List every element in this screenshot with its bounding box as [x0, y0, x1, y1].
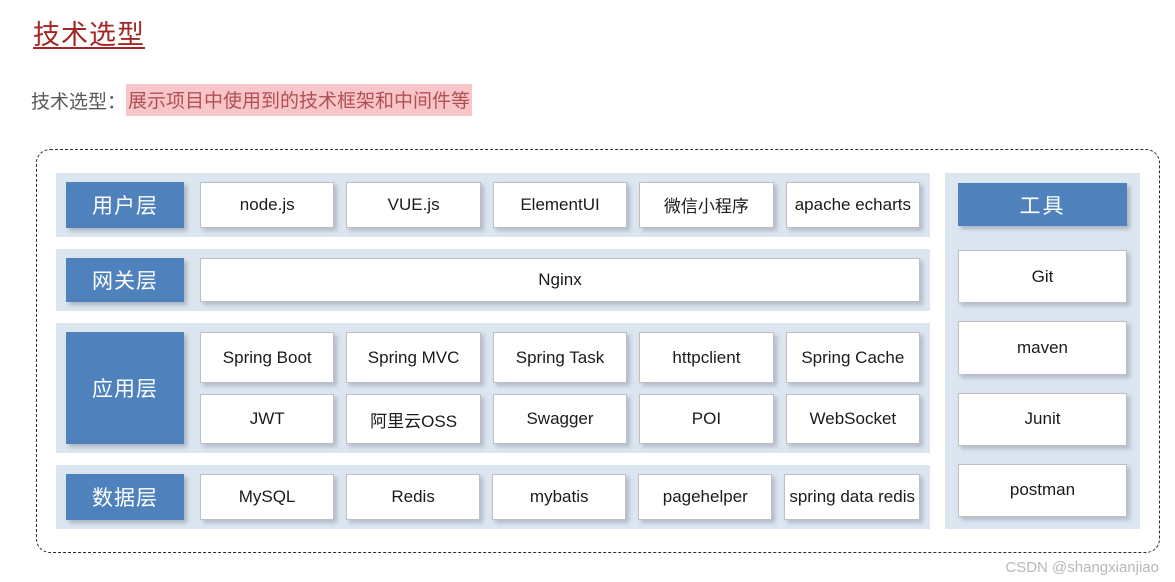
tech-box[interactable]: 微信小程序	[639, 182, 774, 228]
tech-box[interactable]: Swagger	[492, 393, 628, 445]
tech-box[interactable]: POI	[639, 393, 774, 445]
layer-chip-data[interactable]: 数据层	[66, 474, 184, 520]
layer-chip-application[interactable]: 应用层	[66, 332, 184, 445]
layer-band-application: 应用层 Spring Boot Spring MVC Spring Task h…	[56, 323, 930, 454]
tech-box[interactable]: ElementUI	[492, 182, 628, 228]
tech-box[interactable]: mybatis	[492, 474, 627, 520]
subtitle-row: 技术选型： 展示项目中使用到的技术框架和中间件等	[31, 84, 473, 116]
tech-box[interactable]: JWT	[200, 393, 335, 445]
page-title: 技术选型	[33, 20, 145, 50]
tech-box[interactable]: spring data redis	[784, 474, 920, 520]
subtitle-highlight: 展示项目中使用到的技术框架和中间件等	[126, 84, 473, 116]
layer-cells-data: MySQL Redis mybatis pagehelper spring da…	[200, 474, 920, 520]
tech-box[interactable]: WebSocket	[785, 393, 921, 445]
tech-box[interactable]: Spring Boot	[200, 332, 335, 383]
diagram-content: 用户层 node.js VUE.js ElementUI 微信小程序 apach…	[56, 173, 1140, 529]
tool-box[interactable]: maven	[958, 321, 1127, 375]
cell-row: Spring Boot Spring MVC Spring Task httpc…	[200, 332, 921, 383]
tool-box[interactable]: postman	[958, 463, 1127, 517]
layer-cells-gateway: Nginx	[200, 257, 920, 303]
tech-box[interactable]: 阿里云OSS	[346, 393, 481, 445]
tech-box[interactable]: apache echarts	[785, 182, 921, 228]
layer-band-data: 数据层 MySQL Redis mybatis pagehelper sprin…	[56, 465, 930, 529]
tech-box[interactable]: pagehelper	[638, 474, 773, 520]
tech-box[interactable]: node.js	[200, 182, 335, 228]
tech-box[interactable]: Redis	[346, 474, 481, 520]
layer-cells-application: Spring Boot Spring MVC Spring Task httpc…	[200, 332, 921, 445]
tools-column: 工具 Git maven Junit postman	[945, 173, 1140, 529]
cell-row: MySQL Redis mybatis pagehelper spring da…	[200, 474, 920, 520]
tech-box[interactable]: Nginx	[200, 257, 920, 303]
tech-box[interactable]: VUE.js	[346, 182, 481, 228]
tech-box[interactable]: Spring MVC	[346, 332, 481, 383]
layer-chip-gateway[interactable]: 网关层	[66, 257, 184, 303]
subtitle-label: 技术选型：	[31, 91, 127, 113]
layer-stack: 用户层 node.js VUE.js ElementUI 微信小程序 apach…	[56, 173, 930, 529]
layer-band-gateway: 网关层 Nginx	[56, 248, 930, 312]
layer-cells-user: node.js VUE.js ElementUI 微信小程序 apache ec…	[200, 182, 921, 228]
cell-row: JWT 阿里云OSS Swagger POI WebSocket	[200, 393, 921, 445]
tech-box[interactable]: Spring Task	[492, 332, 628, 383]
tools-list: Git maven Junit postman	[958, 250, 1127, 517]
layer-band-user: 用户层 node.js VUE.js ElementUI 微信小程序 apach…	[56, 173, 930, 237]
tech-box[interactable]: MySQL	[200, 474, 335, 520]
cell-row: node.js VUE.js ElementUI 微信小程序 apache ec…	[200, 182, 921, 228]
tool-box[interactable]: Junit	[958, 392, 1127, 446]
cell-row: Nginx	[200, 257, 920, 303]
architecture-diagram-panel: 用户层 node.js VUE.js ElementUI 微信小程序 apach…	[36, 149, 1160, 553]
tech-box[interactable]: httpclient	[639, 332, 774, 383]
tool-box[interactable]: Git	[958, 250, 1127, 304]
layer-chip-user[interactable]: 用户层	[66, 182, 184, 228]
watermark: CSDN @shangxianjiao	[1005, 559, 1159, 576]
tools-header-chip[interactable]: 工具	[958, 183, 1127, 226]
tech-box[interactable]: Spring Cache	[785, 332, 921, 383]
